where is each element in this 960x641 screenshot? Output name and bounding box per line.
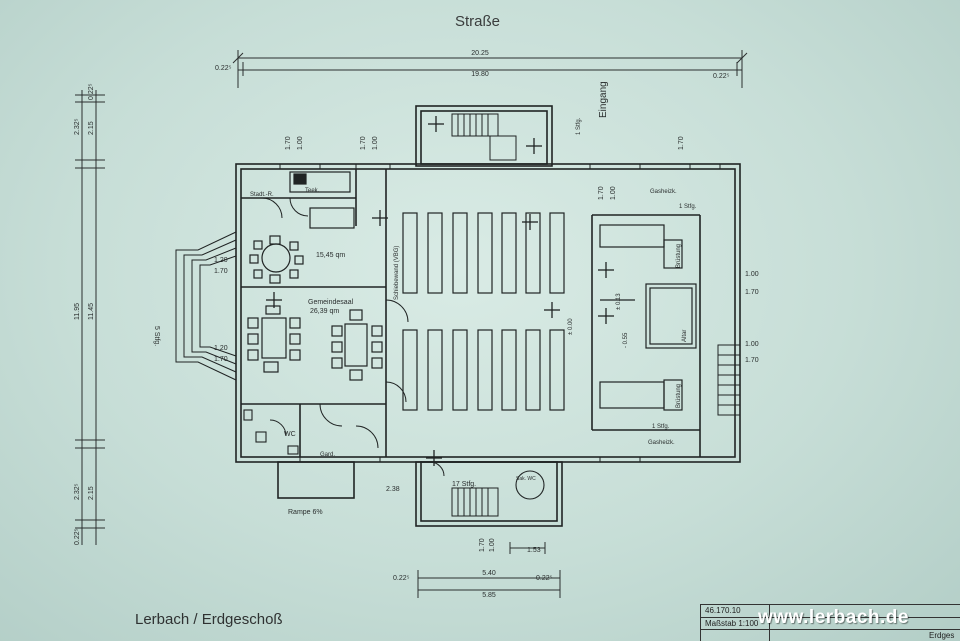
- pew: [427, 212, 443, 294]
- level-b: ± 0.00: [568, 318, 574, 335]
- room-garderobe: Gard.: [320, 452, 335, 458]
- dim-bottom-total: 5.85: [482, 592, 496, 599]
- label-eingang: Eingang: [598, 81, 609, 118]
- label-nebenraum: Sak. WC: [516, 476, 536, 482]
- chancel-bench-bottom: [599, 381, 665, 409]
- dim-small-b: 1.00: [489, 538, 496, 552]
- dim-left-outer: 11.95: [74, 303, 81, 320]
- ramp: [277, 461, 355, 499]
- pew: [549, 212, 565, 294]
- room-gemeindesaal-area: 26,39 qm: [310, 308, 339, 315]
- dim-top-right: 0.22⁵: [713, 73, 730, 80]
- label-altar: Altar: [682, 330, 688, 342]
- pew: [501, 212, 517, 294]
- street-label: Straße: [455, 13, 501, 30]
- pew: [452, 329, 468, 411]
- stairs-bottom: [451, 487, 499, 517]
- dim-left-d: 2.15: [88, 486, 95, 500]
- stairs-right: [717, 344, 741, 416]
- dim-small-c: 1.53: [527, 547, 541, 554]
- pew: [501, 329, 517, 411]
- label-stufen-top: 1 Stfg.: [679, 204, 697, 210]
- title-block: 46.170.10 Maßstab 1:100 Erdges: [700, 604, 960, 641]
- pew: [525, 329, 541, 411]
- label-gasheiz-top: Gasheizk.: [650, 189, 677, 195]
- dim-bottom-left: 0.22⁵: [393, 575, 410, 582]
- label-stufen-bottom: 17 Stfg.: [452, 481, 476, 488]
- side-label-3: 1.00: [745, 341, 759, 348]
- stairs-top: [451, 113, 517, 161]
- stairs-left: [175, 231, 237, 381]
- door-swing: [261, 197, 283, 219]
- dim-left-f: 0.22⁵: [88, 83, 95, 100]
- pew: [525, 212, 541, 294]
- dim-small-a: 1.70: [479, 538, 486, 552]
- dim-small-d: 2.38: [386, 486, 400, 493]
- pew: [549, 329, 565, 411]
- side-label-2: 1.70: [745, 289, 759, 296]
- drawing-title: Lerbach / Erdgeschoß: [135, 611, 283, 628]
- room-gemeindesaal: Gemeindesaal: [308, 299, 354, 306]
- room-wc: WC: [284, 431, 296, 438]
- pews-bottom: [402, 329, 565, 411]
- side-label-4: 1.70: [745, 357, 759, 364]
- label-gasheiz-bottom: Gasheizk.: [648, 440, 675, 446]
- kitchen-counter: [289, 171, 351, 193]
- level-a: ± 0.13: [616, 293, 622, 310]
- side-label-8: 1.70: [214, 356, 228, 363]
- label-stufen-left: 5 Stfg.: [153, 326, 160, 346]
- label-trennwand: Schiebewand (VBG): [394, 246, 400, 300]
- win-label-5: 1.70: [598, 186, 605, 200]
- dim-left-a: 2.32⁵: [74, 118, 81, 135]
- label-stufen-right: 1 Stfg.: [652, 424, 670, 430]
- title-block-number: 46.170.10: [705, 606, 741, 615]
- win-label-4: 1.00: [372, 136, 379, 150]
- chancel-bench-top: [599, 224, 665, 248]
- win-label-7: 1.70: [678, 136, 685, 150]
- label-rampe: Rampe 6%: [288, 509, 323, 516]
- watermark: www.lerbach.de: [758, 607, 909, 628]
- dim-left-e: 0.22⁵: [74, 528, 81, 545]
- dim-bottom-right: 0.22⁵: [536, 575, 553, 582]
- pew: [477, 329, 493, 411]
- room-stadt: Stadt.-R.: [250, 192, 274, 198]
- win-label-2: 1.00: [297, 136, 304, 150]
- pew: [452, 212, 468, 294]
- level-c: - 0.55: [623, 332, 629, 348]
- win-label-6: 1.00: [610, 186, 617, 200]
- dim-top-total: 20.25: [471, 50, 489, 57]
- dim-left-b: 2.15: [88, 121, 95, 135]
- meeting-tables: [247, 305, 383, 381]
- side-label-7: 1.20: [214, 345, 228, 352]
- pew: [477, 212, 493, 294]
- altar: [645, 283, 697, 349]
- title-block-sheet: Erdges: [929, 631, 955, 640]
- pew: [402, 212, 418, 294]
- label-bruestung-top: Brüstung: [676, 244, 682, 268]
- dim-left-inner: 11.45: [88, 303, 95, 320]
- room-teek: Teek.: [305, 188, 320, 194]
- round-table: [249, 235, 304, 284]
- pew: [427, 329, 443, 411]
- dim-top-left: 0.22⁵: [215, 65, 232, 72]
- dim-left-c: 2.32⁵: [74, 483, 81, 500]
- label-stufen-top2: 1 Stfg.: [576, 117, 582, 135]
- dim-top-inner: 19.80: [471, 71, 489, 78]
- top-stair-vestibule: [415, 105, 553, 167]
- side-label-1: 1.00: [745, 271, 759, 278]
- pews-top: [402, 212, 565, 294]
- dim-bottom-mid: 5.40: [482, 570, 496, 577]
- win-label-1: 1.70: [285, 136, 292, 150]
- label-bruestung-bottom: Brüstung: [676, 384, 682, 408]
- pew: [402, 329, 418, 411]
- side-label-6: 1.70: [214, 268, 228, 275]
- win-label-3: 1.70: [360, 136, 367, 150]
- nebenraum-circle: [515, 470, 545, 500]
- title-block-scale: Maßstab 1:100: [705, 619, 759, 628]
- side-label-5: 1.20: [214, 257, 228, 264]
- room-small-area: 15,45 qm: [316, 252, 345, 259]
